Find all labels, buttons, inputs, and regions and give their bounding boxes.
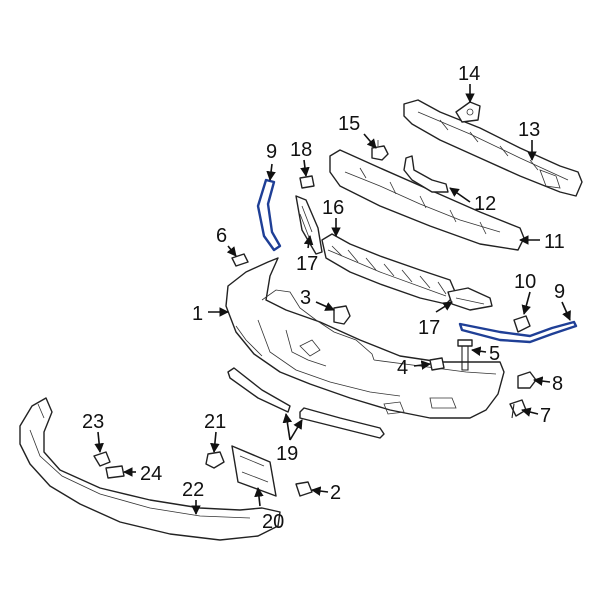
callout-6: 6 (216, 225, 227, 247)
part-7-bolt (509, 399, 527, 419)
callout-15: 15 (338, 113, 360, 135)
callout-22: 22 (182, 479, 204, 501)
part-9-right-molding (458, 320, 578, 344)
part-22-lower-spoiler (19, 397, 281, 541)
callout-24: 24 (140, 463, 162, 485)
part-6-insert (231, 253, 249, 267)
part-12-bracket (403, 155, 449, 193)
callout-3: 3 (300, 287, 311, 309)
callout-2: 2 (330, 482, 341, 504)
part-21-nut (205, 451, 225, 469)
callout-23: 23 (82, 411, 104, 433)
part-9-left-molding (256, 178, 282, 252)
callout-4: 4 (397, 357, 408, 379)
callout-12: 12 (474, 193, 496, 215)
callout-1: 1 (192, 303, 203, 325)
part-4-clip (429, 357, 445, 371)
leader-lines (94, 84, 571, 515)
part-24-bracket (105, 465, 125, 479)
part-20-license-bracket (231, 445, 277, 497)
callout-18: 18 (290, 139, 312, 161)
callout-labels: 1 2 3 4 5 6 7 8 9 9 10 11 12 13 14 15 16… (82, 63, 565, 533)
callout-14: 14 (458, 63, 480, 85)
part-2-clip (295, 481, 313, 497)
part-23-clip (93, 451, 111, 467)
callout-10: 10 (514, 271, 536, 293)
part-1-bumper-cover (225, 257, 505, 419)
callout-7: 7 (540, 405, 551, 427)
callout-11: 11 (544, 231, 565, 253)
callout-5: 5 (489, 343, 500, 365)
part-15-clip (371, 140, 389, 161)
callout-16: 16 (322, 197, 344, 219)
part-10-clip (513, 315, 531, 333)
part-8-nut (517, 371, 537, 389)
part-18-clip (299, 175, 315, 189)
part-11-absorber (329, 149, 525, 251)
callout-9-right: 9 (554, 281, 565, 303)
callout-8: 8 (552, 373, 563, 395)
callout-21: 21 (204, 411, 226, 433)
callout-13: 13 (518, 119, 540, 141)
callout-17-left: 17 (296, 253, 318, 275)
callout-17-right: 17 (418, 317, 440, 339)
part-14-bracket (455, 101, 481, 123)
callout-19: 19 (276, 443, 298, 465)
part-17-right-grille (447, 287, 493, 311)
part-16-grille (321, 233, 457, 305)
part-5-pin (457, 339, 473, 371)
part-19-lower-moldings (227, 367, 385, 439)
callout-20: 20 (262, 511, 284, 533)
callout-9-left: 9 (266, 141, 277, 163)
part-3-clip (333, 305, 351, 325)
